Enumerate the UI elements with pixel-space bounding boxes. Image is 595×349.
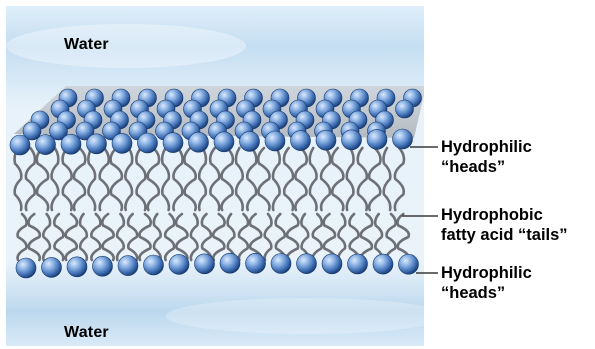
callout-tails-line2: fatty acid “tails” [441,225,568,245]
callout-heads-top-line2: “heads” [441,157,532,177]
callout-tails-line1: Hydrophobic [441,205,568,225]
callout-heads-bottom-line1: Hydrophilic [441,263,532,283]
callout-heads-top-line1: Hydrophilic [441,137,532,157]
callout-hydrophobic-tails: Hydrophobic fatty acid “tails” [441,205,568,245]
callout-heads-bottom-line2: “heads” [441,283,532,303]
callout-hydrophilic-heads-top: Hydrophilic “heads” [441,137,532,177]
callout-hydrophilic-heads-bottom: Hydrophilic “heads” [441,263,532,303]
